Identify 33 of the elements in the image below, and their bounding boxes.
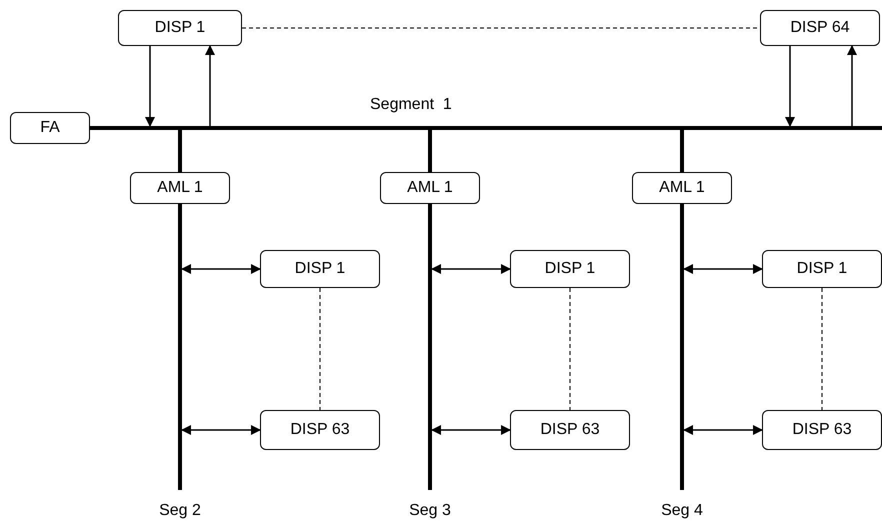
double-arrow	[683, 425, 763, 435]
arrow	[145, 46, 155, 127]
arrow	[847, 45, 857, 126]
device-box: FA	[10, 112, 90, 144]
bus-label: Segment 1	[370, 96, 452, 114]
arrow	[205, 45, 215, 126]
bus-line	[178, 130, 182, 172]
double-arrow	[431, 425, 511, 435]
double-arrow	[431, 264, 511, 274]
bus-line	[680, 130, 684, 172]
device-box: DISP 63	[260, 410, 380, 450]
double-arrow	[181, 425, 261, 435]
bus-label: Seg 4	[661, 502, 703, 520]
bus-line	[90, 126, 100, 130]
device-box: DISP 63	[510, 410, 630, 450]
bus-line	[428, 130, 432, 172]
double-arrow	[683, 264, 763, 274]
device-box: AML 1	[130, 172, 230, 204]
bus-line	[178, 204, 182, 240]
device-box: DISP 1	[510, 250, 630, 288]
device-box: DISP 64	[760, 10, 880, 46]
bus-line	[428, 204, 432, 240]
device-box: DISP 1	[260, 250, 380, 288]
device-box: DISP 1	[762, 250, 882, 288]
device-box: AML 1	[632, 172, 732, 204]
device-box: DISP 1	[118, 10, 242, 46]
double-arrow	[181, 264, 261, 274]
bus-label: Seg 3	[409, 502, 451, 520]
device-box: DISP 63	[762, 410, 882, 450]
arrow	[785, 46, 795, 127]
bus-label: Seg 2	[159, 502, 201, 520]
device-box: AML 1	[380, 172, 480, 204]
bus-line	[680, 204, 684, 240]
